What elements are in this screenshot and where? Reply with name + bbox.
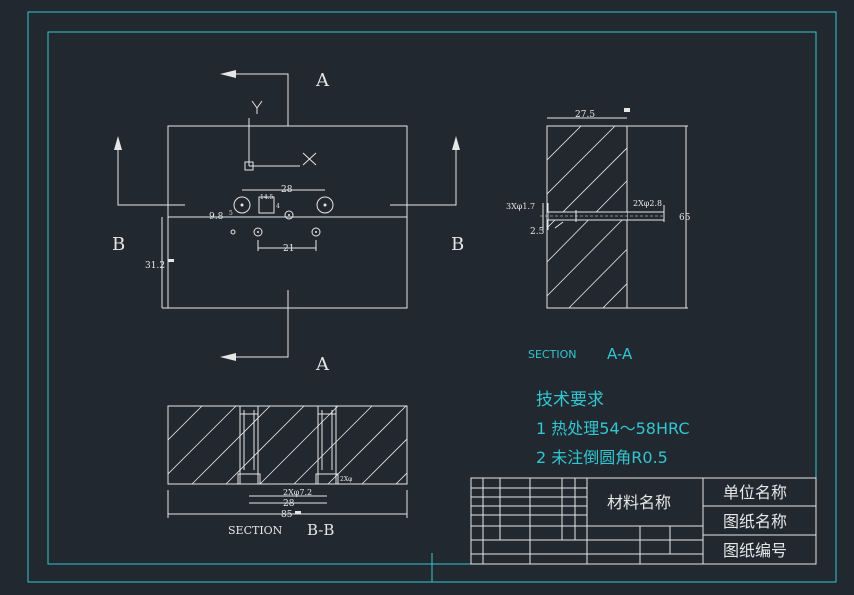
title-drawing-number: 图纸编号 <box>723 541 787 560</box>
tech-line-1: 1 热处理54～58HRC <box>536 419 690 438</box>
dim-85: 85 <box>281 510 293 520</box>
inner-frame <box>47 31 817 565</box>
section-aa-name: A-A <box>607 345 633 363</box>
dim-28-plan: 28 <box>281 185 293 195</box>
dim-2-5: 2.5 <box>530 227 545 237</box>
tech-line-2: 2 未注倒圆角R0.5 <box>536 448 668 467</box>
section-aa-caption: SECTION <box>528 348 576 361</box>
label-top-a: A <box>315 70 330 91</box>
tech-title: 技术要求 <box>536 390 604 410</box>
plan-view <box>114 70 460 361</box>
title-drawing-name: 图纸名称 <box>723 512 787 531</box>
dim-31-2: 31.2 <box>145 261 165 271</box>
dim-4: 4 <box>276 203 280 210</box>
dim-14-5: 14.5 <box>260 194 274 201</box>
section-aa-view <box>540 108 688 309</box>
dim-27-5: 27.5 <box>575 110 595 120</box>
dim-9-8: 9.8 <box>209 212 224 222</box>
note-hole-right: 2Xφ2.8 <box>633 199 662 208</box>
dim-21: 21 <box>283 244 294 254</box>
section-bb-view <box>167 405 408 518</box>
label-left-b: B <box>112 234 125 255</box>
title-unit: 单位名称 <box>723 483 787 502</box>
title-material: 材料名称 <box>607 493 671 512</box>
note-bb-hole: 2Xφ7.2 <box>283 488 312 497</box>
dim-5: 5 <box>229 210 233 217</box>
label-bottom-a: A <box>315 354 330 375</box>
dim-65: 65 <box>679 213 691 223</box>
note-bb-small: 2Xφ <box>340 476 352 483</box>
section-bb-caption: SECTION <box>228 524 283 537</box>
section-bb-name: B-B <box>307 521 334 539</box>
note-hole-left: 3Xφ1.7 <box>506 202 535 211</box>
outer-frame <box>27 11 837 583</box>
label-right-b: B <box>451 234 464 255</box>
dim-28-bb: 28 <box>283 499 295 509</box>
title-block <box>470 477 817 565</box>
